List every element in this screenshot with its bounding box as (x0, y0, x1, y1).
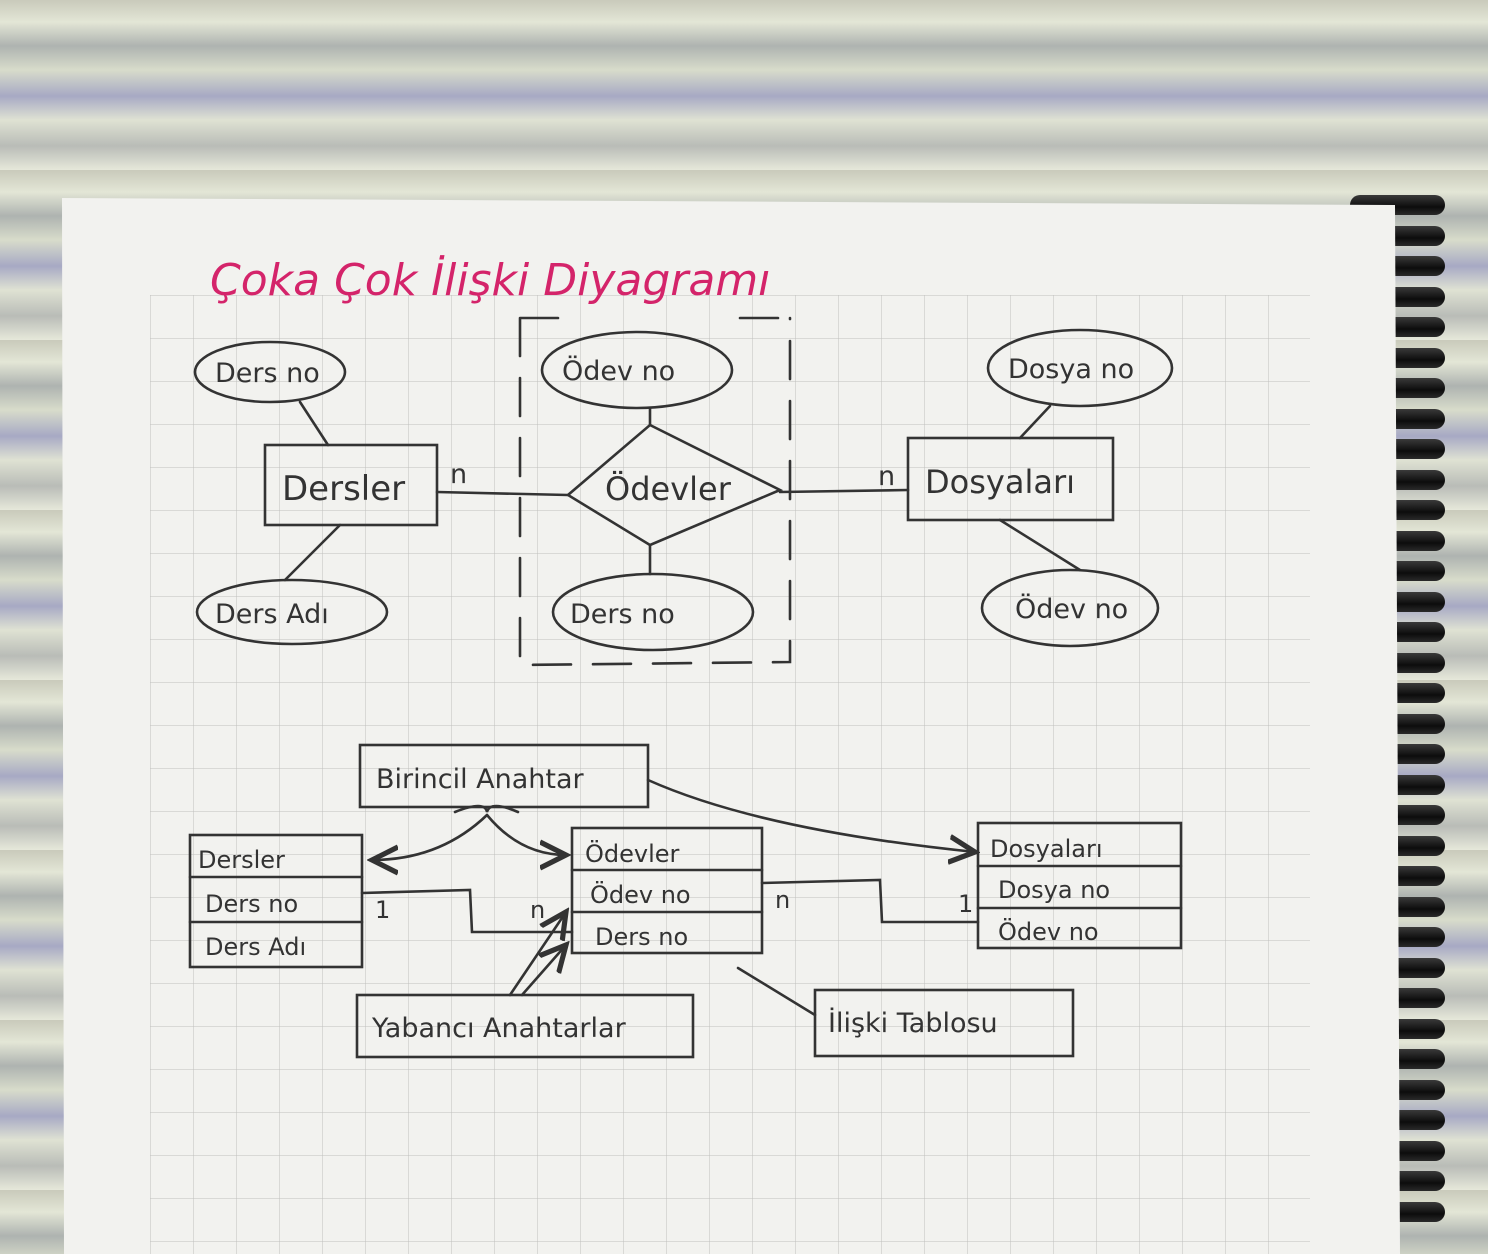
table-dersler-row-1: Ders no (205, 890, 298, 918)
table-odevler-name: Ödevler (585, 839, 680, 868)
attr-dosya-no-ellipse (986, 328, 1174, 408)
link-dersler-odevler (360, 888, 574, 934)
attr-dosyalari-odev-no-ellipse (980, 568, 1160, 648)
cardinality-left: n (450, 459, 467, 490)
attr-dosyalari-odev-no-label: Ödev no (1015, 593, 1128, 625)
line-dersler-odevler (435, 490, 570, 497)
cardinality-right: n (878, 461, 895, 492)
relation-table-label: İlişki Tablosu (828, 1007, 998, 1039)
attr-dersler-no-label: Ders no (215, 358, 320, 389)
attr-dosya-no-label: Dosya no (1008, 354, 1134, 385)
table-dersler-name: Dersler (198, 846, 285, 874)
relation-table-label-box (813, 988, 1075, 1058)
entity-dosyalari-label: Dosyaları (925, 463, 1075, 501)
relationship-odevler-label: Ödevler (605, 470, 732, 508)
entity-dersler-label: Dersler (282, 469, 405, 509)
attr-odev-no-label: Ödev no (562, 355, 675, 387)
cardinality-odevler-right: n (775, 886, 790, 914)
table-dosyalari-name: Dosyaları (990, 835, 1103, 863)
attr-ders-adi-label: Ders Adı (215, 599, 329, 630)
attr-odev-no-ellipse (540, 330, 734, 410)
aggregate-dashed-box (518, 316, 792, 667)
attr-ders-adi-ellipse (195, 578, 389, 646)
cardinality-odevler-left: n (530, 896, 545, 924)
primary-key-brace (453, 804, 520, 814)
arrow-pk-dosyalari (646, 778, 975, 852)
arrow-pk-dersler (372, 813, 489, 860)
table-dosyalari-row-1: Dosya no (998, 876, 1110, 904)
foreign-keys-label: Yabancı Anahtarlar (371, 1013, 627, 1044)
table-odevler-row-1: Ödev no (590, 880, 691, 909)
attr-dersler-no-ellipse (193, 340, 347, 404)
table-odevler (570, 826, 764, 955)
entity-dosyalari-box (906, 436, 1115, 522)
table-dersler (188, 833, 364, 969)
arrow-fk-2 (520, 945, 566, 997)
diagram-title: Çoka Çok İlişki Diyagramı (210, 254, 770, 306)
table-odevler-row-2: Ders no (595, 923, 688, 951)
cardinality-dosyalari: 1 (958, 890, 973, 918)
foreign-keys-label-box (355, 993, 695, 1059)
entity-dersler-box (263, 443, 439, 527)
attr-odevler-ders-no-label: Ders no (570, 599, 675, 630)
arrow-fk-1 (508, 912, 566, 997)
line-odevler-dosyalari (778, 488, 910, 494)
cardinality-dersler: 1 (375, 896, 390, 924)
attr-odevler-ders-no-ellipse (551, 572, 755, 652)
primary-key-label: Birincil Anahtar (376, 764, 585, 795)
table-dersler-row-2: Ders Adı (205, 933, 306, 961)
table-dosyalari-row-2: Ödev no (998, 917, 1099, 946)
table-dosyalari (976, 821, 1183, 950)
line-relation-table (736, 966, 817, 1017)
paper-sheet (62, 198, 1400, 1254)
arrow-pk-odevler (485, 813, 566, 855)
link-odevler-dosyalari (760, 878, 980, 924)
